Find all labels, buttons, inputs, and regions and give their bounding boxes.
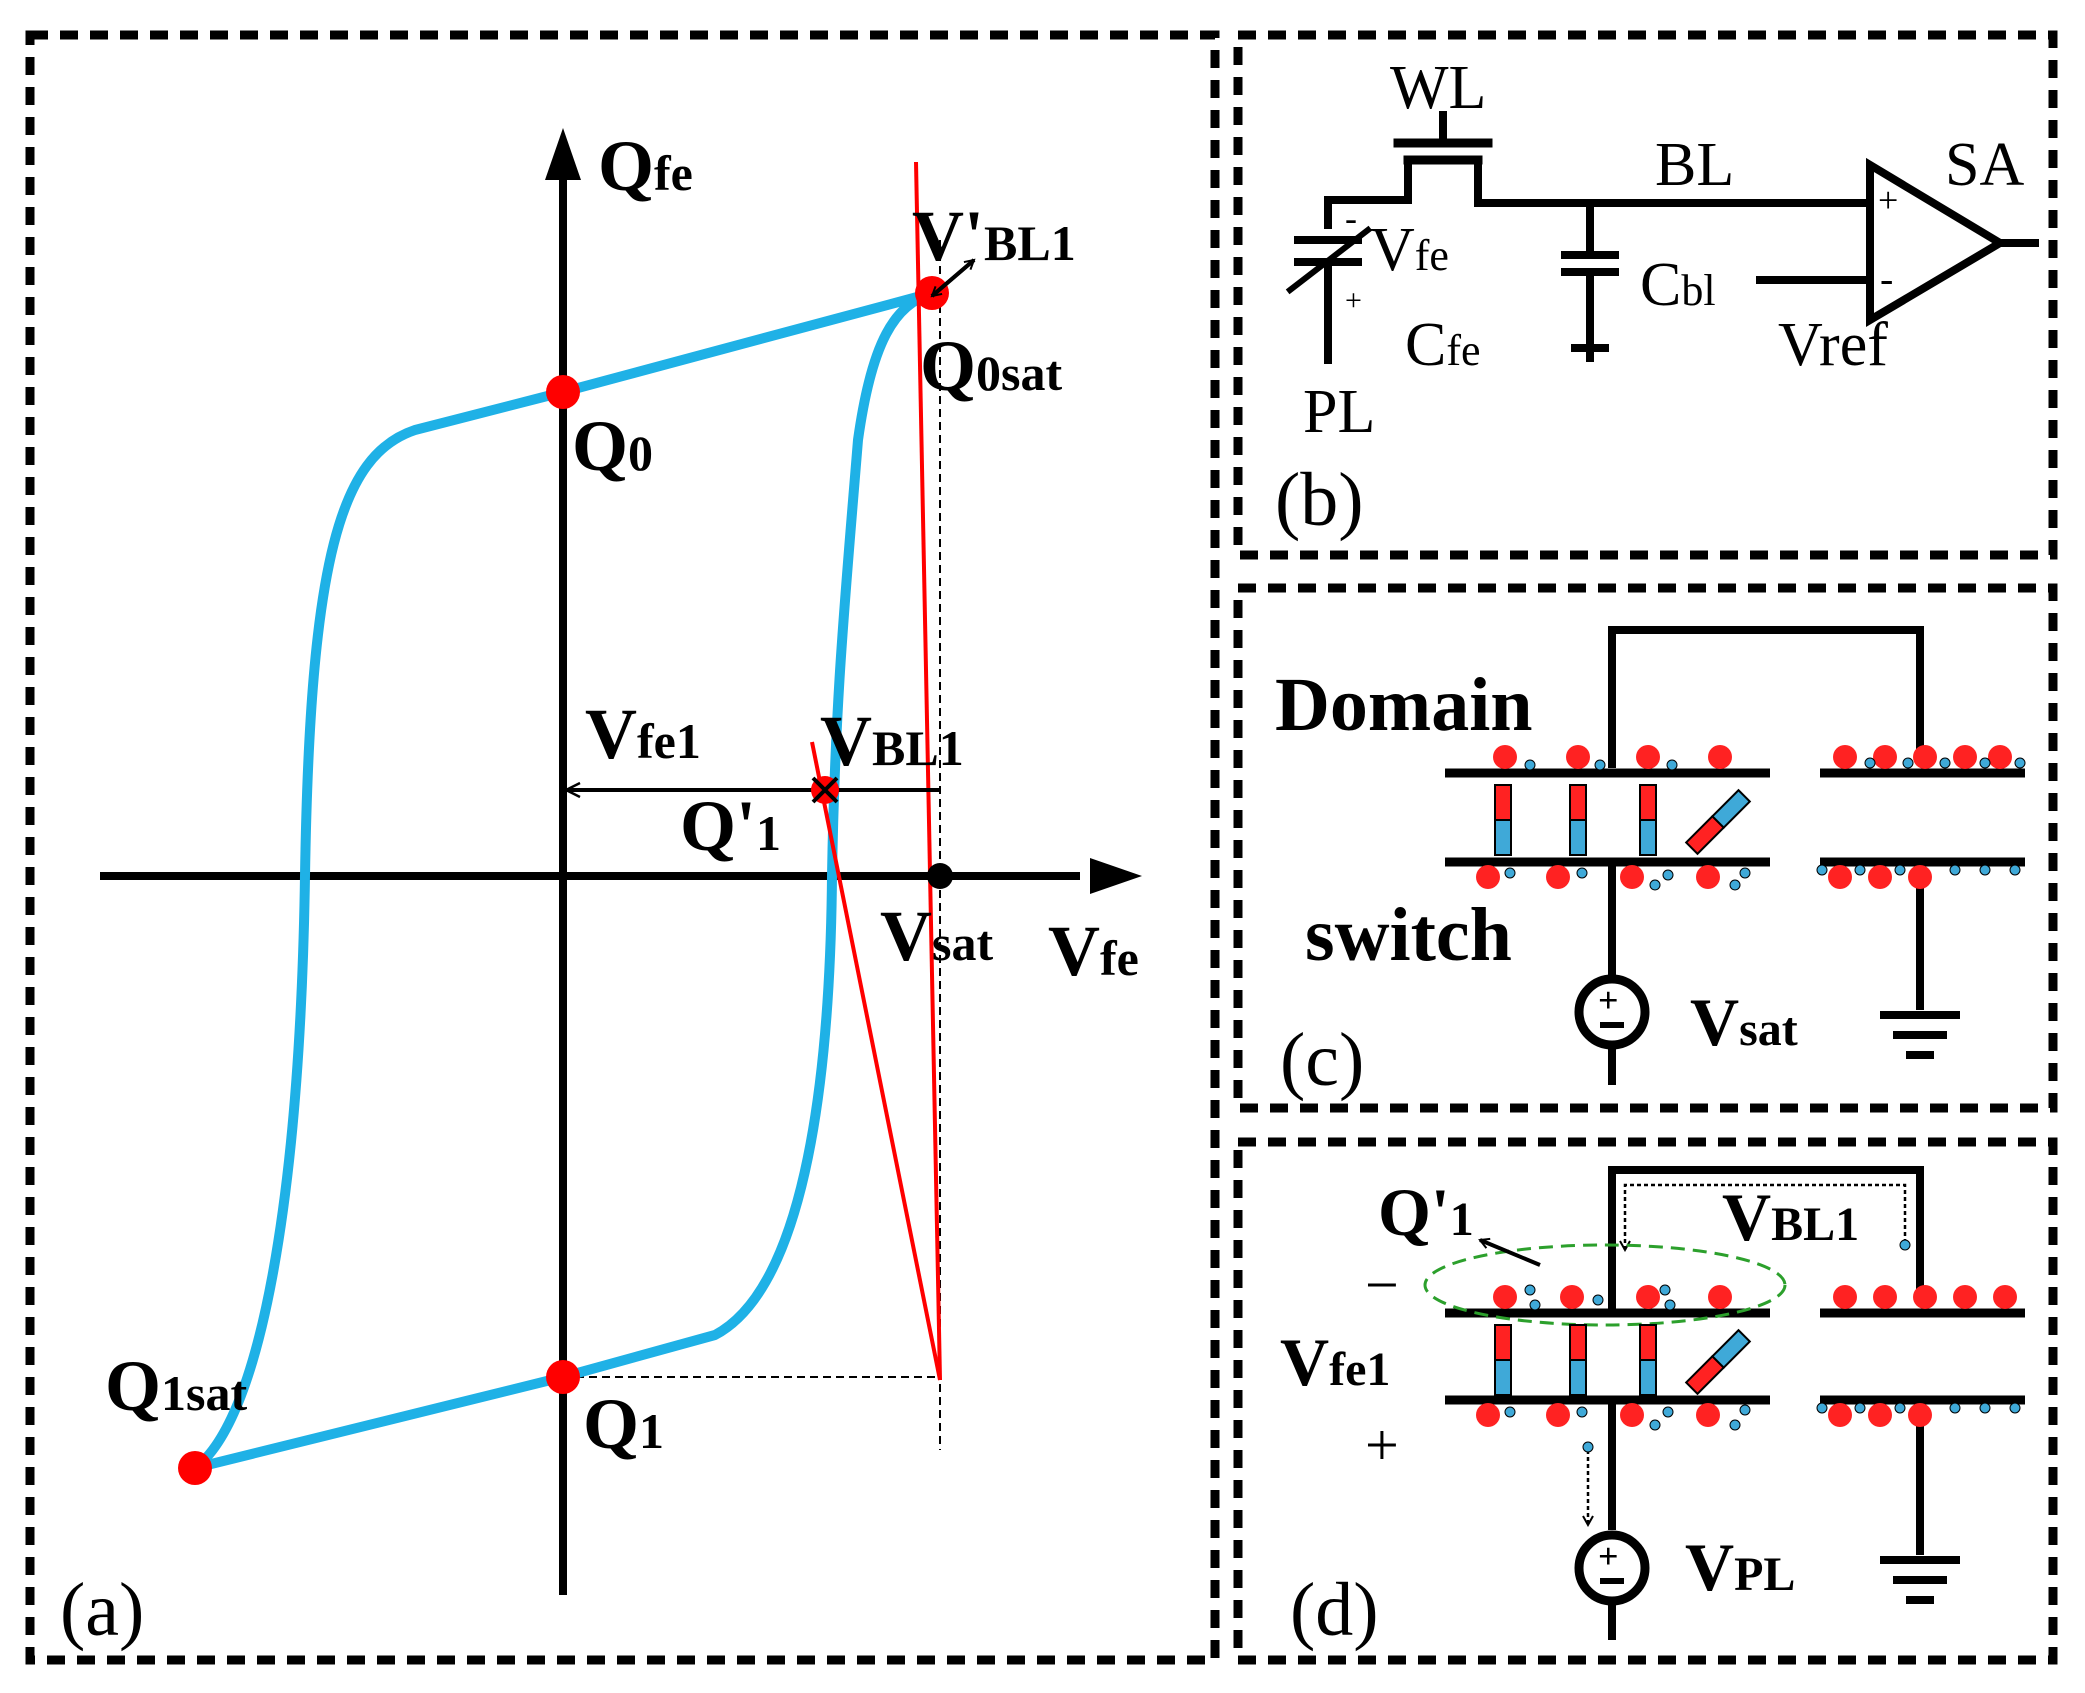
vfe-label: Vfe bbox=[1370, 216, 1449, 284]
panel-d: + bbox=[1423, 1166, 2025, 1640]
sense-amplifier bbox=[1866, 157, 2008, 328]
hysteresis-loop bbox=[190, 288, 937, 1473]
c-bottom-charges bbox=[1476, 865, 1932, 889]
d-source-plus: + bbox=[1598, 1536, 1619, 1576]
vref-label: Vref bbox=[1778, 311, 1888, 379]
c-vsat-label: Vsat bbox=[1690, 984, 1798, 1060]
y-axis-label: Qfe bbox=[598, 126, 693, 206]
sa-plus: + bbox=[1878, 180, 1898, 220]
q1p-label: Q'1 bbox=[680, 786, 781, 866]
panel-d-dipoles bbox=[1476, 1239, 2021, 1453]
d-charge-ellipse bbox=[1423, 1243, 1787, 1327]
sa-minus: - bbox=[1880, 256, 1893, 301]
vfe1-label: Vfe1 bbox=[585, 694, 701, 774]
c-small-charges bbox=[1504, 757, 2026, 891]
c-dipole-tilted bbox=[1684, 788, 1752, 856]
panel-a: Qfe Vfe Q0 Q0sat V'BL1 Vfe1 VBL1 Q'1 Vsa… bbox=[60, 126, 1142, 1652]
vbl1p-label: V'BL1 bbox=[912, 196, 1076, 276]
c-top-charges bbox=[1493, 745, 2012, 769]
transistor-drain bbox=[1474, 156, 1934, 207]
cfe-minus: - bbox=[1345, 198, 1357, 238]
panel-d-labels: Q'1 VBL1 − Vfe1 + VPL (d) bbox=[1280, 1174, 1859, 1652]
vsat-label: Vsat bbox=[880, 896, 993, 976]
q0sat-point bbox=[915, 276, 949, 310]
q1sat-label: Q1sat bbox=[105, 1346, 247, 1426]
c-source-plus: + bbox=[1598, 980, 1619, 1020]
panel-d-tag: (d) bbox=[1290, 1568, 1379, 1652]
load-line-steep bbox=[914, 161, 942, 1381]
panel-b-labels: WL BL SA + - Vfe - + Cfe Cbl Vref PL (b) bbox=[1275, 54, 2024, 542]
domain-label: Domain bbox=[1275, 663, 1533, 747]
cfe-label: Cfe bbox=[1405, 311, 1481, 379]
q0-label: Q0 bbox=[572, 406, 653, 486]
q1p-cross bbox=[811, 776, 839, 804]
panel-c-frame bbox=[1233, 583, 2058, 1113]
x-axis-label: Vfe bbox=[1048, 911, 1139, 991]
panel-c: + bbox=[1445, 626, 2025, 1085]
panel-c-dipoles bbox=[1476, 745, 2026, 891]
panel-b bbox=[1285, 111, 2039, 364]
panel-d-frame bbox=[1233, 1137, 2058, 1665]
d-dipole-1 bbox=[1494, 1324, 1512, 1396]
x-axis-arrowhead bbox=[1090, 858, 1142, 894]
bl-label: BL bbox=[1655, 131, 1734, 199]
d-loop-wire bbox=[1608, 1166, 1924, 1310]
panel-b-tag: (b) bbox=[1275, 458, 1364, 542]
wl-label: WL bbox=[1390, 54, 1486, 122]
d-q1p-label: Q'1 bbox=[1378, 1174, 1474, 1250]
c-dipole-2 bbox=[1569, 784, 1587, 856]
d-dipole-3 bbox=[1639, 1324, 1657, 1396]
cfe-plus: + bbox=[1345, 284, 1362, 317]
q0sat-label: Q0sat bbox=[920, 326, 1062, 406]
c-voltage-source bbox=[1574, 974, 1650, 1050]
d-dipole-tilted bbox=[1684, 1328, 1752, 1396]
d-bottom-charges bbox=[1476, 1403, 1932, 1427]
d-dipole-2 bbox=[1569, 1324, 1587, 1396]
panel-c-labels: Domain switch Vsat (c) bbox=[1275, 663, 1798, 1102]
sa-label: SA bbox=[1945, 131, 2024, 199]
switch-label: switch bbox=[1305, 893, 1512, 977]
d-vfe1-label: Vfe1 bbox=[1280, 1324, 1390, 1400]
vbl1p-arrow-back bbox=[932, 258, 976, 298]
pl-label: PL bbox=[1303, 378, 1375, 446]
y-axis-arrowhead bbox=[545, 128, 581, 180]
panel-c-tag: (c) bbox=[1280, 1018, 1364, 1102]
c-dipole-1 bbox=[1494, 784, 1512, 856]
d-voltage-source bbox=[1574, 1530, 1650, 1606]
panel-a-frame bbox=[25, 30, 1220, 1665]
d-vbl1-label: VBL1 bbox=[1722, 1179, 1859, 1255]
d-vpl-label: VPL bbox=[1685, 1529, 1795, 1605]
panel-frames bbox=[25, 30, 2058, 1665]
d-minus-label: − bbox=[1365, 1252, 1399, 1318]
d-dotted-path bbox=[1625, 1183, 1907, 1250]
transistor-source bbox=[1324, 156, 1412, 229]
panel-b-frame bbox=[1233, 30, 2058, 560]
cbl-label: Cbl bbox=[1640, 251, 1716, 319]
panel-a-tag: (a) bbox=[60, 1568, 144, 1652]
d-top-charges bbox=[1493, 1285, 2017, 1309]
d-q1p-pointer bbox=[1480, 1240, 1541, 1267]
q1-point bbox=[546, 1360, 580, 1394]
d-small-charges bbox=[1504, 1239, 2021, 1453]
q1-label: Q1 bbox=[583, 1384, 664, 1464]
vsat-point bbox=[927, 863, 953, 889]
q0-point bbox=[546, 375, 580, 409]
c-loop-wire bbox=[1608, 626, 1924, 768]
load-line-shallow bbox=[810, 741, 942, 1381]
c-dipole-3 bbox=[1639, 784, 1657, 856]
d-plus-label: + bbox=[1365, 1412, 1399, 1478]
vbl1-label: VBL1 bbox=[820, 701, 964, 781]
q1sat-point bbox=[178, 1451, 212, 1485]
